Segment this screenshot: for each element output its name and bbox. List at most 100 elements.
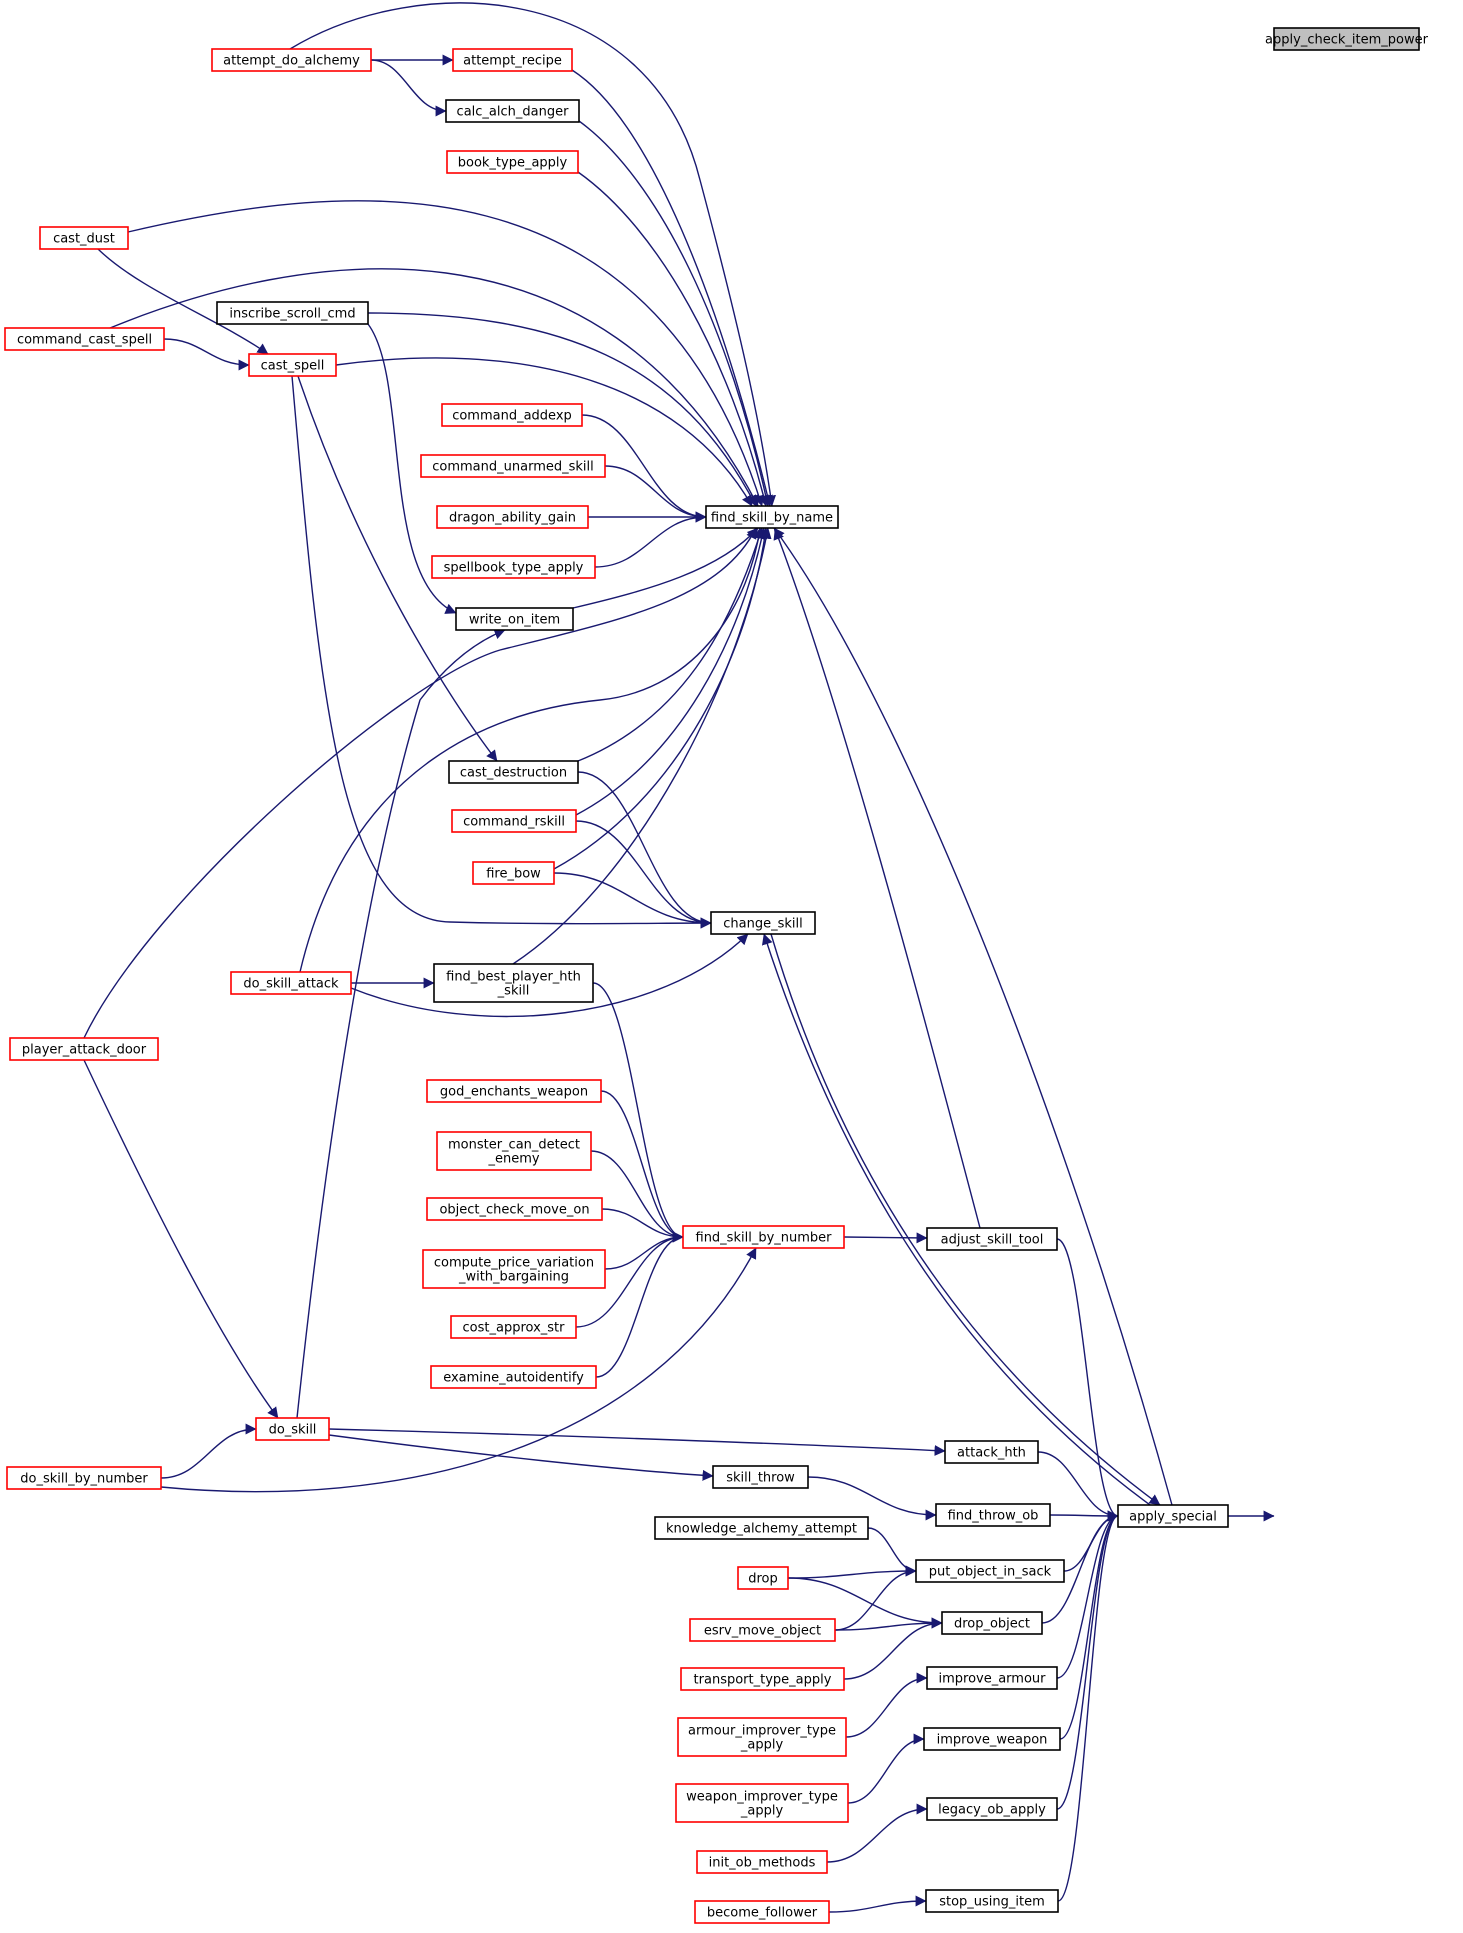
node-apply-special[interactable]: apply_special xyxy=(1117,1504,1229,1528)
node-label: weapon_improver_type xyxy=(686,1790,838,1805)
node-armour-improver-type-apply[interactable]: armour_improver_type_apply xyxy=(677,1717,847,1757)
node-box xyxy=(448,760,579,784)
edge-find-best-player-hth-skill-to-find-skill-by-name xyxy=(512,527,772,965)
node-box xyxy=(450,1315,577,1339)
node-become-follower[interactable]: become_follower xyxy=(694,1900,830,1924)
node-transport-type-apply[interactable]: transport_type_apply xyxy=(680,1667,845,1691)
node-knowledge-alchemy-attempt[interactable]: knowledge_alchemy_attempt xyxy=(654,1516,869,1540)
edge-stop-using-item-to-apply-special xyxy=(1057,1510,1119,1902)
node-spellbook-type-apply[interactable]: spellbook_type_apply xyxy=(431,555,596,579)
node-init-ob-methods[interactable]: init_ob_methods xyxy=(696,1850,828,1874)
edge-do-skill-by-number-to-do-skill xyxy=(160,1423,257,1479)
node-compute-price-variation-with-bargaining[interactable]: compute_price_variation_with_bargaining xyxy=(422,1249,606,1289)
node-box xyxy=(689,1618,836,1642)
node-find-best-player-hth-skill[interactable]: find_best_player_hth_skill xyxy=(433,963,594,1003)
edge-do-skill-to-attack-hth xyxy=(328,1428,946,1456)
node-object-check-move-on[interactable]: object_check_move_on xyxy=(426,1197,603,1221)
edge-init-ob-methods-to-legacy-ob-apply xyxy=(826,1803,928,1863)
node-attack-hth[interactable]: attack_hth xyxy=(944,1440,1039,1464)
node-box xyxy=(654,1516,869,1540)
node-cast-dust[interactable]: cast_dust xyxy=(39,226,129,250)
node-cost-approx-str[interactable]: cost_approx_str xyxy=(450,1315,577,1339)
node-calc-alch-danger[interactable]: calc_alch_danger xyxy=(445,99,580,123)
node-label: dragon_ability_gain xyxy=(449,511,576,526)
node-inscribe-scroll-cmd[interactable]: inscribe_scroll_cmd xyxy=(216,301,369,325)
edge-apply-special-to-change-skill xyxy=(761,933,1151,1506)
node-command-addexp[interactable]: command_addexp xyxy=(441,403,583,427)
edge-find-throw-ob-to-apply-special xyxy=(1049,1510,1119,1522)
edge-drop-to-drop-object xyxy=(787,1577,943,1629)
node-box xyxy=(925,1889,1059,1913)
edge-cast-spell-to-cast-destruction xyxy=(297,375,498,762)
node-apply-check-item-power[interactable]: apply_check_item_power xyxy=(1265,27,1429,51)
node-monster-can-detect-enemy[interactable]: monster_can_detect_enemy xyxy=(436,1131,592,1171)
edge-attack-hth-to-apply-special xyxy=(1037,1451,1119,1522)
node-attempt-do-alchemy[interactable]: attempt_do_alchemy xyxy=(211,48,372,72)
node-box xyxy=(436,1131,592,1171)
node-god-enchants-weapon[interactable]: god_enchants_weapon xyxy=(426,1079,602,1103)
node-weapon-improver-type-apply[interactable]: weapon_improver_type_apply xyxy=(675,1783,849,1823)
node-put-object-in-sack[interactable]: put_object_in_sack xyxy=(915,1559,1065,1583)
node-box xyxy=(216,301,369,325)
edge-book-type-apply-to-find-skill-by-name xyxy=(577,171,769,507)
node-box xyxy=(675,1783,849,1823)
node-examine-autoidentify[interactable]: examine_autoidentify xyxy=(430,1365,597,1389)
node-fire-bow[interactable]: fire_bow xyxy=(472,861,555,885)
node-do-skill-by-number[interactable]: do_skill_by_number xyxy=(6,1466,162,1490)
node-box xyxy=(248,353,337,377)
edge-calc-alch-danger-to-find-skill-by-name xyxy=(578,120,772,507)
node-legacy-ob-apply[interactable]: legacy_ob_apply xyxy=(926,1797,1058,1821)
node-box xyxy=(426,1079,602,1103)
node-command-rskill[interactable]: command_rskill xyxy=(451,809,577,833)
node-command-cast-spell[interactable]: command_cast_spell xyxy=(4,327,165,351)
node-label: cost_approx_str xyxy=(463,1321,566,1336)
edge-attempt-do-alchemy-to-find-skill-by-name xyxy=(289,2,777,507)
node-label: put_object_in_sack xyxy=(929,1565,1052,1580)
node-box xyxy=(1273,27,1420,51)
node-change-skill[interactable]: change_skill xyxy=(710,911,816,935)
edge-apply-special-to-find-skill-by-name xyxy=(773,527,1173,1506)
node-label: drop xyxy=(748,1572,778,1587)
node-find-skill-by-number[interactable]: find_skill_by_number xyxy=(682,1225,845,1249)
node-cast-destruction[interactable]: cast_destruction xyxy=(448,760,579,784)
edge-improve-weapon-to-apply-special xyxy=(1059,1510,1119,1740)
node-label: legacy_ob_apply xyxy=(938,1803,1046,1818)
node-drop-object[interactable]: drop_object xyxy=(941,1611,1043,1635)
node-player-attack-door[interactable]: player_attack_door xyxy=(9,1037,159,1061)
node-box xyxy=(926,1666,1058,1690)
node-skill-throw[interactable]: skill_throw xyxy=(712,1465,809,1489)
node-box xyxy=(436,505,589,529)
edge-do-skill-to-write-on-item xyxy=(296,628,506,1419)
edge-attempt-do-alchemy-to-calc-alch-danger xyxy=(370,59,447,117)
node-box xyxy=(472,861,555,885)
node-command-unarmed-skill[interactable]: command_unarmed_skill xyxy=(420,454,606,478)
node-cast-spell[interactable]: cast_spell xyxy=(248,353,337,377)
node-box xyxy=(4,327,165,351)
edge-find-skill-by-number-to-adjust-skill-tool xyxy=(843,1232,928,1244)
node-find-throw-ob[interactable]: find_throw_ob xyxy=(935,1503,1051,1527)
node-box xyxy=(1117,1504,1229,1528)
edge-improve-armour-to-apply-special xyxy=(1056,1510,1119,1679)
node-dragon-ability-gain[interactable]: dragon_ability_gain xyxy=(436,505,589,529)
node-find-skill-by-name[interactable]: find_skill_by_name xyxy=(705,505,839,529)
node-label: object_check_move_on xyxy=(439,1203,589,1218)
node-label: spellbook_type_apply xyxy=(444,561,584,576)
node-label: _apply xyxy=(740,1738,784,1753)
node-improve-weapon[interactable]: improve_weapon xyxy=(923,1727,1061,1751)
node-adjust-skill-tool[interactable]: adjust_skill_tool xyxy=(926,1227,1058,1251)
node-do-skill[interactable]: do_skill xyxy=(255,1417,330,1441)
node-stop-using-item[interactable]: stop_using_item xyxy=(925,1889,1059,1913)
edge-fire-bow-to-find-skill-by-name xyxy=(553,527,771,870)
node-book-type-apply[interactable]: book_type_apply xyxy=(446,150,579,174)
node-label: attempt_recipe xyxy=(463,54,562,69)
node-esrv-move-object[interactable]: esrv_move_object xyxy=(689,1618,836,1642)
node-do-skill-attack[interactable]: do_skill_attack xyxy=(230,971,352,995)
node-attempt-recipe[interactable]: attempt_recipe xyxy=(452,48,573,72)
node-label: inscribe_scroll_cmd xyxy=(229,307,355,322)
node-label: apply_check_item_power xyxy=(1265,33,1429,48)
node-write-on-item[interactable]: write_on_item xyxy=(455,607,574,631)
node-box xyxy=(737,1566,789,1590)
graph-nodes: apply_check_item_power apply_special find_… xyxy=(4,27,1429,1924)
node-improve-armour[interactable]: improve_armour xyxy=(926,1666,1058,1690)
node-drop[interactable]: drop xyxy=(737,1566,789,1590)
